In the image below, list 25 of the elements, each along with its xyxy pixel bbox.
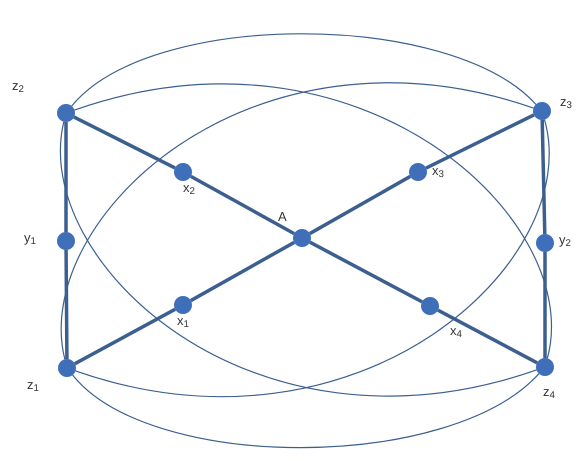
edge-line [309, 240, 423, 304]
vertex-label: x$_{4}$ [450, 324, 462, 337]
curved-edge [72, 373, 540, 448]
edge-line [74, 308, 176, 366]
edge-line [64, 122, 68, 232]
edge-line [190, 240, 296, 302]
curved-edge [71, 33, 536, 106]
vertex-label: y$_{2}$ [559, 233, 571, 246]
vertex-label: x$_{1}$ [177, 314, 189, 327]
edge-line [540, 120, 547, 234]
vertex-label: z$_{3}$ [560, 95, 572, 108]
edge-line [73, 115, 176, 170]
edge-line [437, 308, 538, 364]
vertex-label: x$_{2}$ [183, 181, 195, 194]
vertex-label: z$_{2}$ [12, 79, 24, 92]
edge-line [425, 113, 535, 170]
vertex-label: A [278, 210, 287, 223]
edge-line [190, 174, 295, 236]
edge-line [64, 250, 69, 360]
vertex-label: z$_{1}$ [27, 378, 39, 391]
edge-line [308, 174, 412, 236]
edge-line [543, 252, 547, 358]
vertex-label: y$_{1}$ [24, 231, 36, 244]
vertex-label: z$_{4}$ [543, 385, 555, 398]
vertex-label: x$_{3}$ [432, 164, 444, 177]
